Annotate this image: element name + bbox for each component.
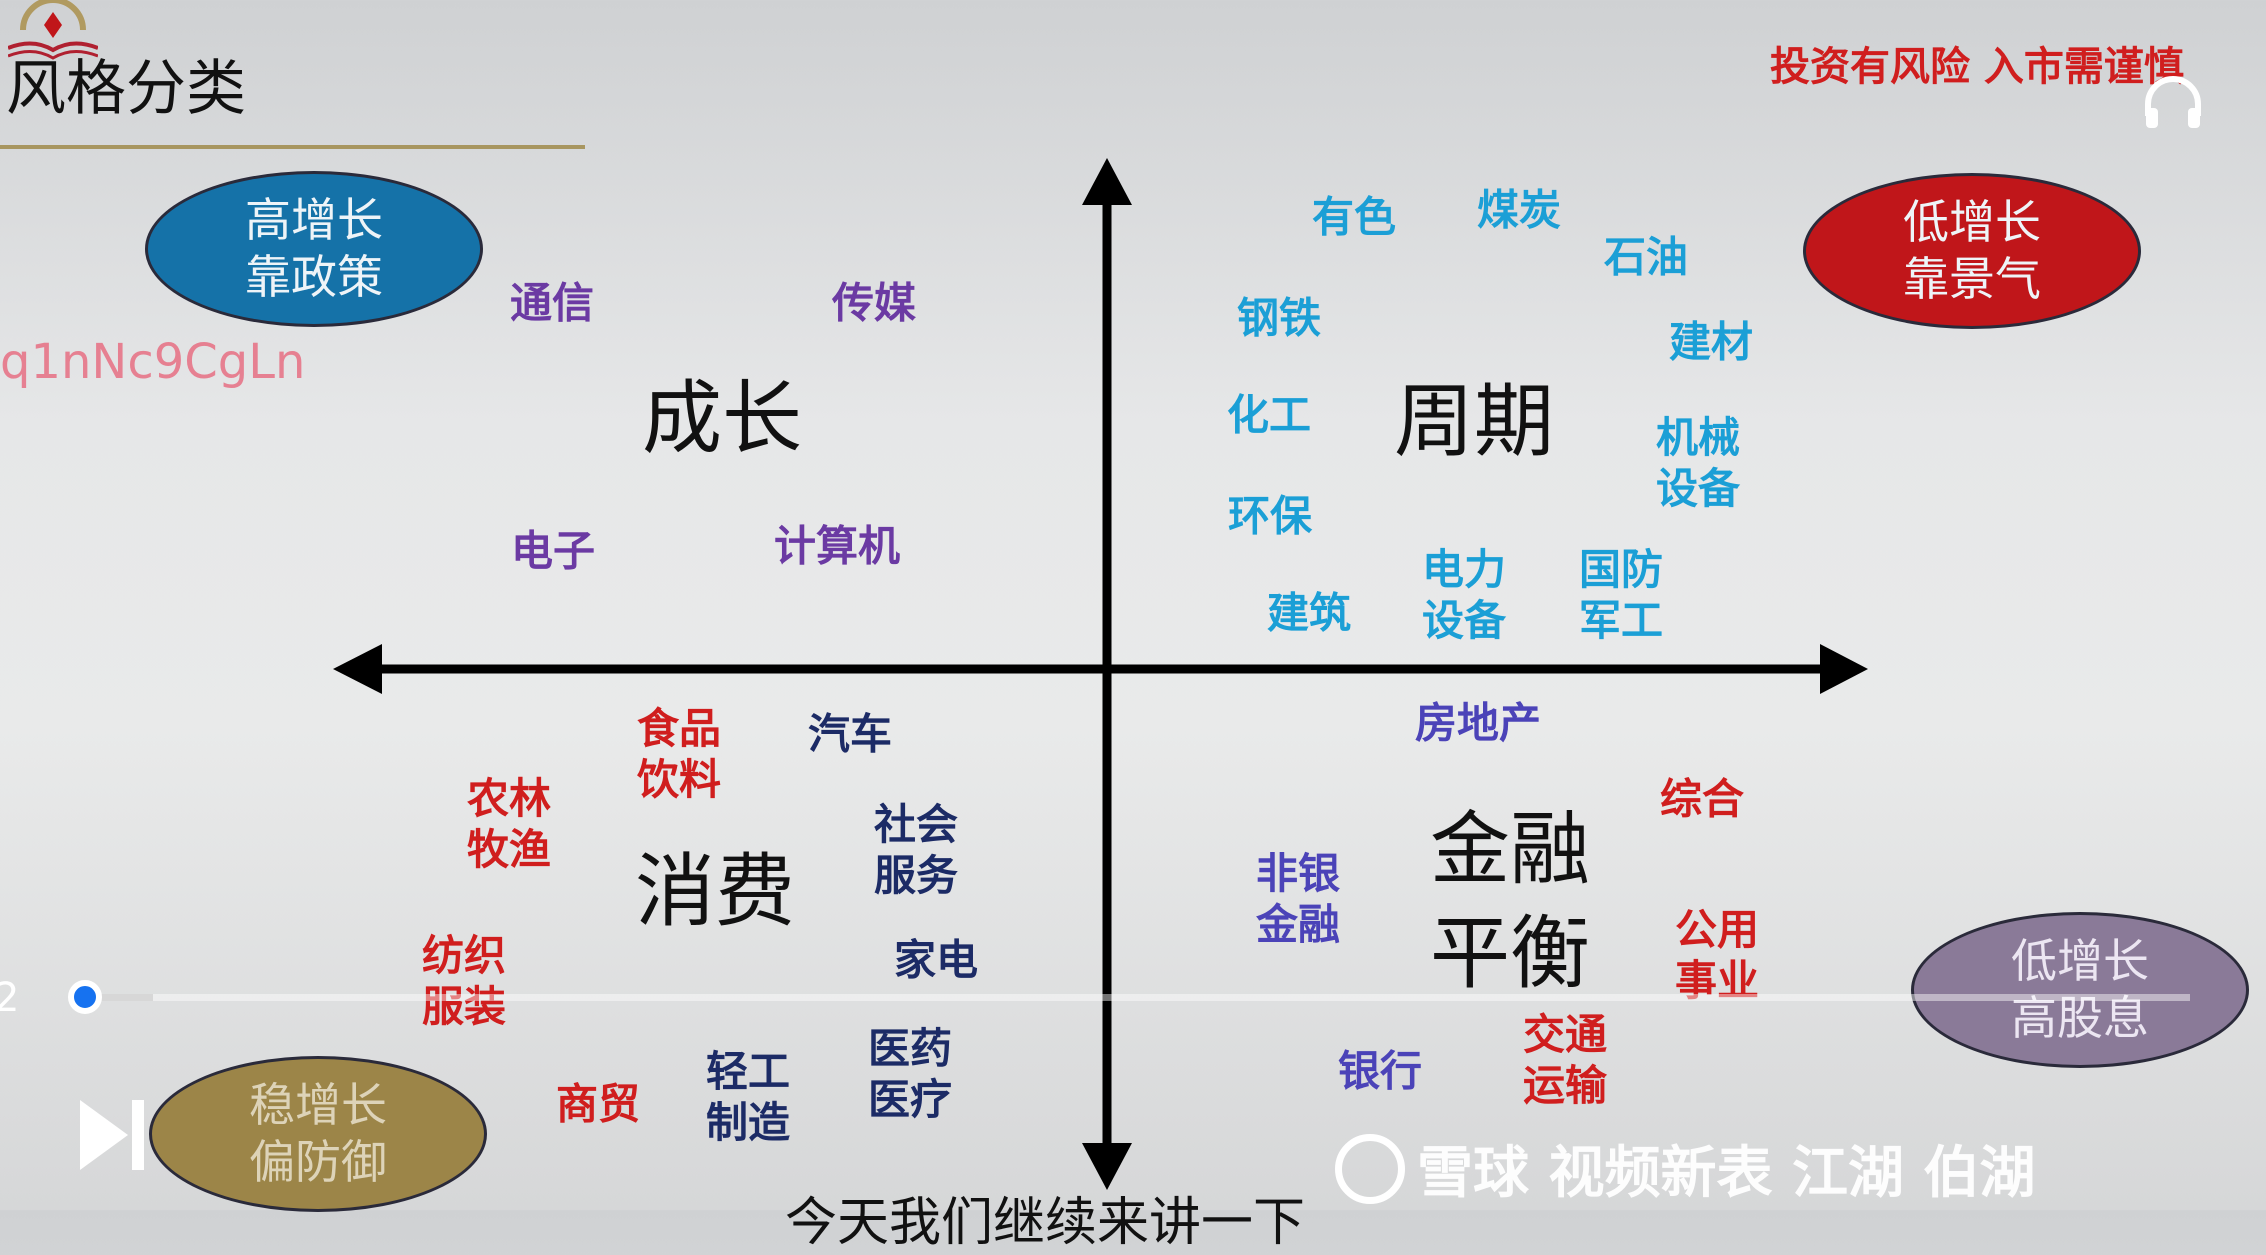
title-underline <box>0 145 585 149</box>
sector-label: 煤炭 <box>1476 185 1562 235</box>
sector-label: 机械 设备 <box>1655 412 1741 513</box>
style-consumption: 消费 <box>635 845 795 938</box>
sector-label: 传媒 <box>831 278 917 328</box>
sector-label: 国防 军工 <box>1578 544 1664 645</box>
sector-label: 通信 <box>509 278 595 328</box>
sector-label: 计算机 <box>773 521 901 571</box>
sector-label: 家电 <box>893 935 979 985</box>
arrow-down <box>1082 1143 1132 1190</box>
tag-steady-growth-defensive: 稳增长 偏防御 <box>149 1056 487 1212</box>
sector-label: 农林 牧渔 <box>466 773 552 874</box>
time-elapsed: 2 <box>0 975 20 1021</box>
sector-label: 房地产 <box>1414 698 1542 748</box>
skip-next-icon[interactable] <box>80 1100 146 1174</box>
headphones-icon[interactable] <box>2140 72 2206 136</box>
style-finance-balance: 金融 平衡 <box>1430 803 1590 1000</box>
sector-label: 汽车 <box>807 709 893 759</box>
progress-fill <box>85 994 153 1001</box>
progress-track[interactable] <box>85 994 2190 1001</box>
sector-label: 非银 金融 <box>1255 848 1341 949</box>
style-growth: 成长 <box>642 372 802 465</box>
sector-label: 食品 饮料 <box>636 703 722 804</box>
brand-watermark-text: 雪球 视频新表 江湖 伯湖 <box>1417 1141 2036 1206</box>
progress-handle[interactable] <box>68 980 102 1014</box>
style-cycle: 周期 <box>1394 375 1554 468</box>
risk-warning: 投资有风险 入市需谨慎 <box>1770 44 2184 90</box>
tag-low-growth-high-dividend: 低增长 高股息 <box>1911 912 2249 1068</box>
sector-label: 银行 <box>1337 1046 1423 1096</box>
sector-label: 建筑 <box>1266 588 1352 638</box>
sector-label: 公用 事业 <box>1674 904 1760 1005</box>
brand-watermark: 雪球 视频新表 江湖 伯湖 <box>1335 1128 2036 1209</box>
arrow-up <box>1082 158 1132 205</box>
sector-label: 钢铁 <box>1236 293 1322 343</box>
sector-label: 医药 医疗 <box>867 1023 953 1124</box>
arrow-right <box>1820 644 1868 694</box>
page-title: 风格分类 <box>6 54 246 124</box>
sector-label: 电力 设备 <box>1421 544 1507 645</box>
sector-label: 商贸 <box>555 1079 641 1129</box>
sector-label: 社会 服务 <box>873 799 959 900</box>
sector-label: 交通 运输 <box>1522 1009 1608 1110</box>
arrow-left <box>333 644 382 694</box>
watermark-code: q1nNc9CgLn <box>0 334 306 390</box>
sector-label: 综合 <box>1659 774 1745 824</box>
sector-label: 电子 <box>510 526 596 576</box>
sector-label: 化工 <box>1226 390 1312 440</box>
sector-label: 纺织 服装 <box>421 930 507 1031</box>
quadrant-axes <box>333 158 1868 1190</box>
sector-label: 石油 <box>1603 232 1689 282</box>
sector-label: 有色 <box>1311 192 1397 242</box>
sector-label: 环保 <box>1227 491 1313 541</box>
logo <box>7 0 99 60</box>
xueqiu-logo-icon <box>1335 1133 1405 1204</box>
sector-label: 建材 <box>1668 317 1754 367</box>
tag-high-growth-policy: 高增长 靠政策 <box>145 171 483 327</box>
sector-label: 轻工 制造 <box>705 1046 791 1147</box>
tag-low-growth-prosperity: 低增长 靠景气 <box>1803 173 2141 329</box>
subtitle: 今天我们继续来讲一下 <box>785 1193 1306 1253</box>
